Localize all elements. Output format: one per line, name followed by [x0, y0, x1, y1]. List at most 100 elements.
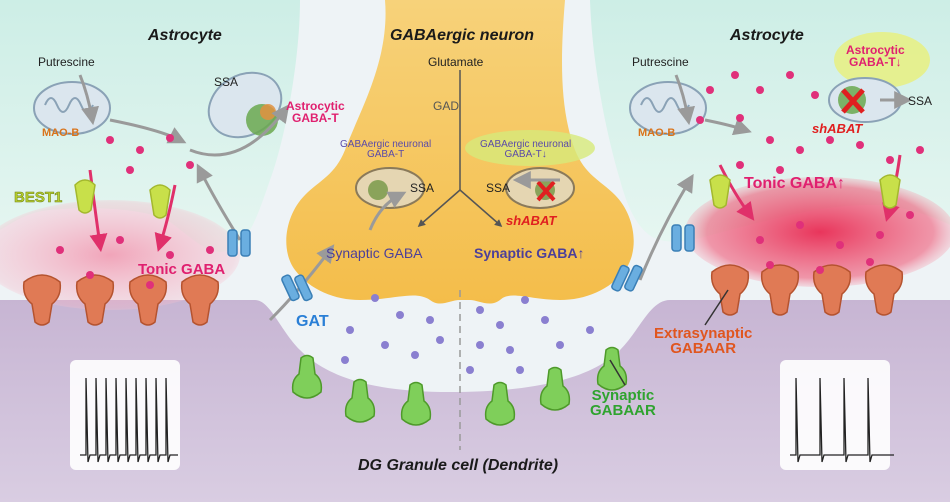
tonic-gaba-dot-32	[766, 261, 774, 269]
gat-transporter-4b	[684, 224, 695, 252]
synaptic-receptor-6	[596, 346, 628, 391]
extrasynaptic-receptor-1	[22, 274, 62, 326]
gaba-dots	[56, 71, 924, 374]
label-gad: GAD	[433, 99, 460, 113]
spike-train-left	[70, 360, 180, 470]
leader-synaptic	[609, 359, 626, 386]
tonic-gaba-dot-14	[756, 86, 764, 94]
synaptic-gaba-dot-12	[541, 316, 549, 324]
spike-train-right	[780, 360, 894, 470]
synaptic-receptors	[291, 346, 628, 426]
synaptic-gaba-dot-13	[476, 341, 484, 349]
mitochondrion-neuron-left	[355, 167, 425, 209]
synaptic-gaba-dot-17	[466, 366, 474, 374]
tonic-gaba-dot-33	[816, 266, 824, 274]
tonic-gaba-dot-3	[166, 134, 174, 142]
synaptic-receptor-1	[291, 354, 323, 399]
best1-channel-1	[74, 179, 96, 214]
label-best1: BEST1	[14, 189, 63, 206]
tonic-gaba-dot-12	[706, 86, 714, 94]
arrow-up-right	[638, 173, 694, 281]
extrasynaptic-receptors	[22, 264, 904, 326]
gat-transporter-3b	[624, 264, 643, 292]
mitochondrion-right-gabat	[828, 77, 902, 123]
tonic-gaba-dot-17	[696, 116, 704, 124]
tonic-gaba-dot-26	[916, 146, 924, 154]
label-ssa-left: SSA	[214, 75, 239, 89]
tonic-gaba-dot-6	[56, 246, 64, 254]
synaptic-gaba-dot-15	[556, 341, 564, 349]
tonic-gaba-dot-27	[756, 236, 764, 244]
label-synaptic-receptor: Synaptic GABAAR	[590, 387, 656, 419]
title-granule-cell: DG Granule cell (Dendrite)	[358, 457, 559, 474]
synaptic-receptor-3	[400, 381, 432, 426]
synaptic-gaba-dot-3	[346, 326, 354, 334]
synaptic-gaba-dot-4	[426, 316, 434, 324]
arrow-maob-left	[109, 118, 187, 144]
tonic-gaba-dot-31	[906, 211, 914, 219]
arrow-gad-left	[417, 189, 461, 227]
tonic-gaba-dot-25	[886, 156, 894, 164]
label-shabat-neuron: shABAT	[506, 213, 557, 228]
extrasynaptic-receptor-5	[710, 264, 750, 316]
synaptic-receptor-2	[344, 378, 376, 423]
best1-channel-3	[709, 174, 731, 209]
arrow-synaptic-to-ssa	[368, 191, 407, 231]
tonic-gaba-dot-22	[736, 161, 744, 169]
label-tonic-gaba-left: Tonic GABA	[138, 261, 226, 278]
tonic-gaba-dot-18	[736, 114, 744, 122]
arrow-putrescine-left	[78, 74, 100, 126]
neuronal-gabat-highlight	[465, 130, 595, 166]
gat-transporter-2	[281, 274, 300, 302]
synaptic-gaba-dot-6	[411, 351, 419, 359]
extrasynaptic-receptor-6	[760, 264, 800, 316]
tonic-gaba-dot-5	[186, 161, 194, 169]
synaptic-gaba-dot-8	[436, 336, 444, 344]
tonic-gaba-dot-29	[836, 241, 844, 249]
tonic-gaba-dot-21	[826, 136, 834, 144]
tonic-gaba-dot-28	[796, 221, 804, 229]
label-putrescine-right: Putrescine	[632, 55, 689, 69]
mitochondrion-neuron-right	[505, 167, 575, 209]
arrow-putrescine-right	[674, 74, 696, 126]
best1-channel-4	[879, 174, 901, 209]
tonic-gaba-dot-24	[856, 141, 864, 149]
tonic-gaba-dot-20	[796, 146, 804, 154]
tonic-gaba-dot-34	[866, 258, 874, 266]
tonic-gaba-dot-30	[876, 231, 884, 239]
arrow-gad-right	[459, 189, 503, 227]
dendrite	[0, 300, 950, 502]
tonic-gaba-dot-11	[146, 281, 154, 289]
gat-transporter-4	[671, 224, 682, 252]
label-ssa-neuron-left: SSA	[410, 181, 435, 195]
label-maob-right: MAO-B	[638, 127, 676, 139]
arrow-pink-left-1	[88, 169, 108, 253]
extrasynaptic-receptor-3	[128, 274, 168, 326]
synaptic-receptor-5	[539, 366, 571, 411]
arrow-pink-left-2	[154, 184, 177, 252]
tonic-gaba-dot-10	[86, 271, 94, 279]
best1-channel-2	[149, 184, 171, 219]
tonic-gaba-dot-2	[136, 146, 144, 154]
label-astrocytic-gabat-left: Astrocytic GABA-T	[286, 99, 345, 125]
synaptic-gaba-dot-1	[371, 294, 379, 302]
synaptic-gaba-dot-14	[506, 346, 514, 354]
astro-gabat-highlight	[834, 32, 930, 88]
tonic-gaba-dot-16	[811, 91, 819, 99]
extrasynaptic-receptor-4	[180, 274, 220, 326]
tonic-gaba-dot-8	[166, 251, 174, 259]
synaptic-receptor-4	[484, 381, 516, 426]
title-astrocyte-right: Astrocyte	[730, 27, 804, 44]
label-glutamate: Glutamate	[428, 55, 484, 69]
arrow-pink-right-1	[718, 164, 755, 221]
tonic-gaba-dot-9	[206, 246, 214, 254]
synaptic-gaba-dot-9	[476, 306, 484, 314]
tonic-gaba-dot-19	[766, 136, 774, 144]
label-neuronal-gabat-right: GABAergic neuronal GABA-T↓	[480, 139, 572, 160]
label-ssa-right: SSA	[908, 94, 933, 108]
label-synaptic-gaba-right: Synaptic GABA↑	[474, 245, 585, 261]
arrow-gabat-left	[189, 104, 290, 157]
label-tonic-gaba-right: Tonic GABA↑	[744, 175, 846, 192]
